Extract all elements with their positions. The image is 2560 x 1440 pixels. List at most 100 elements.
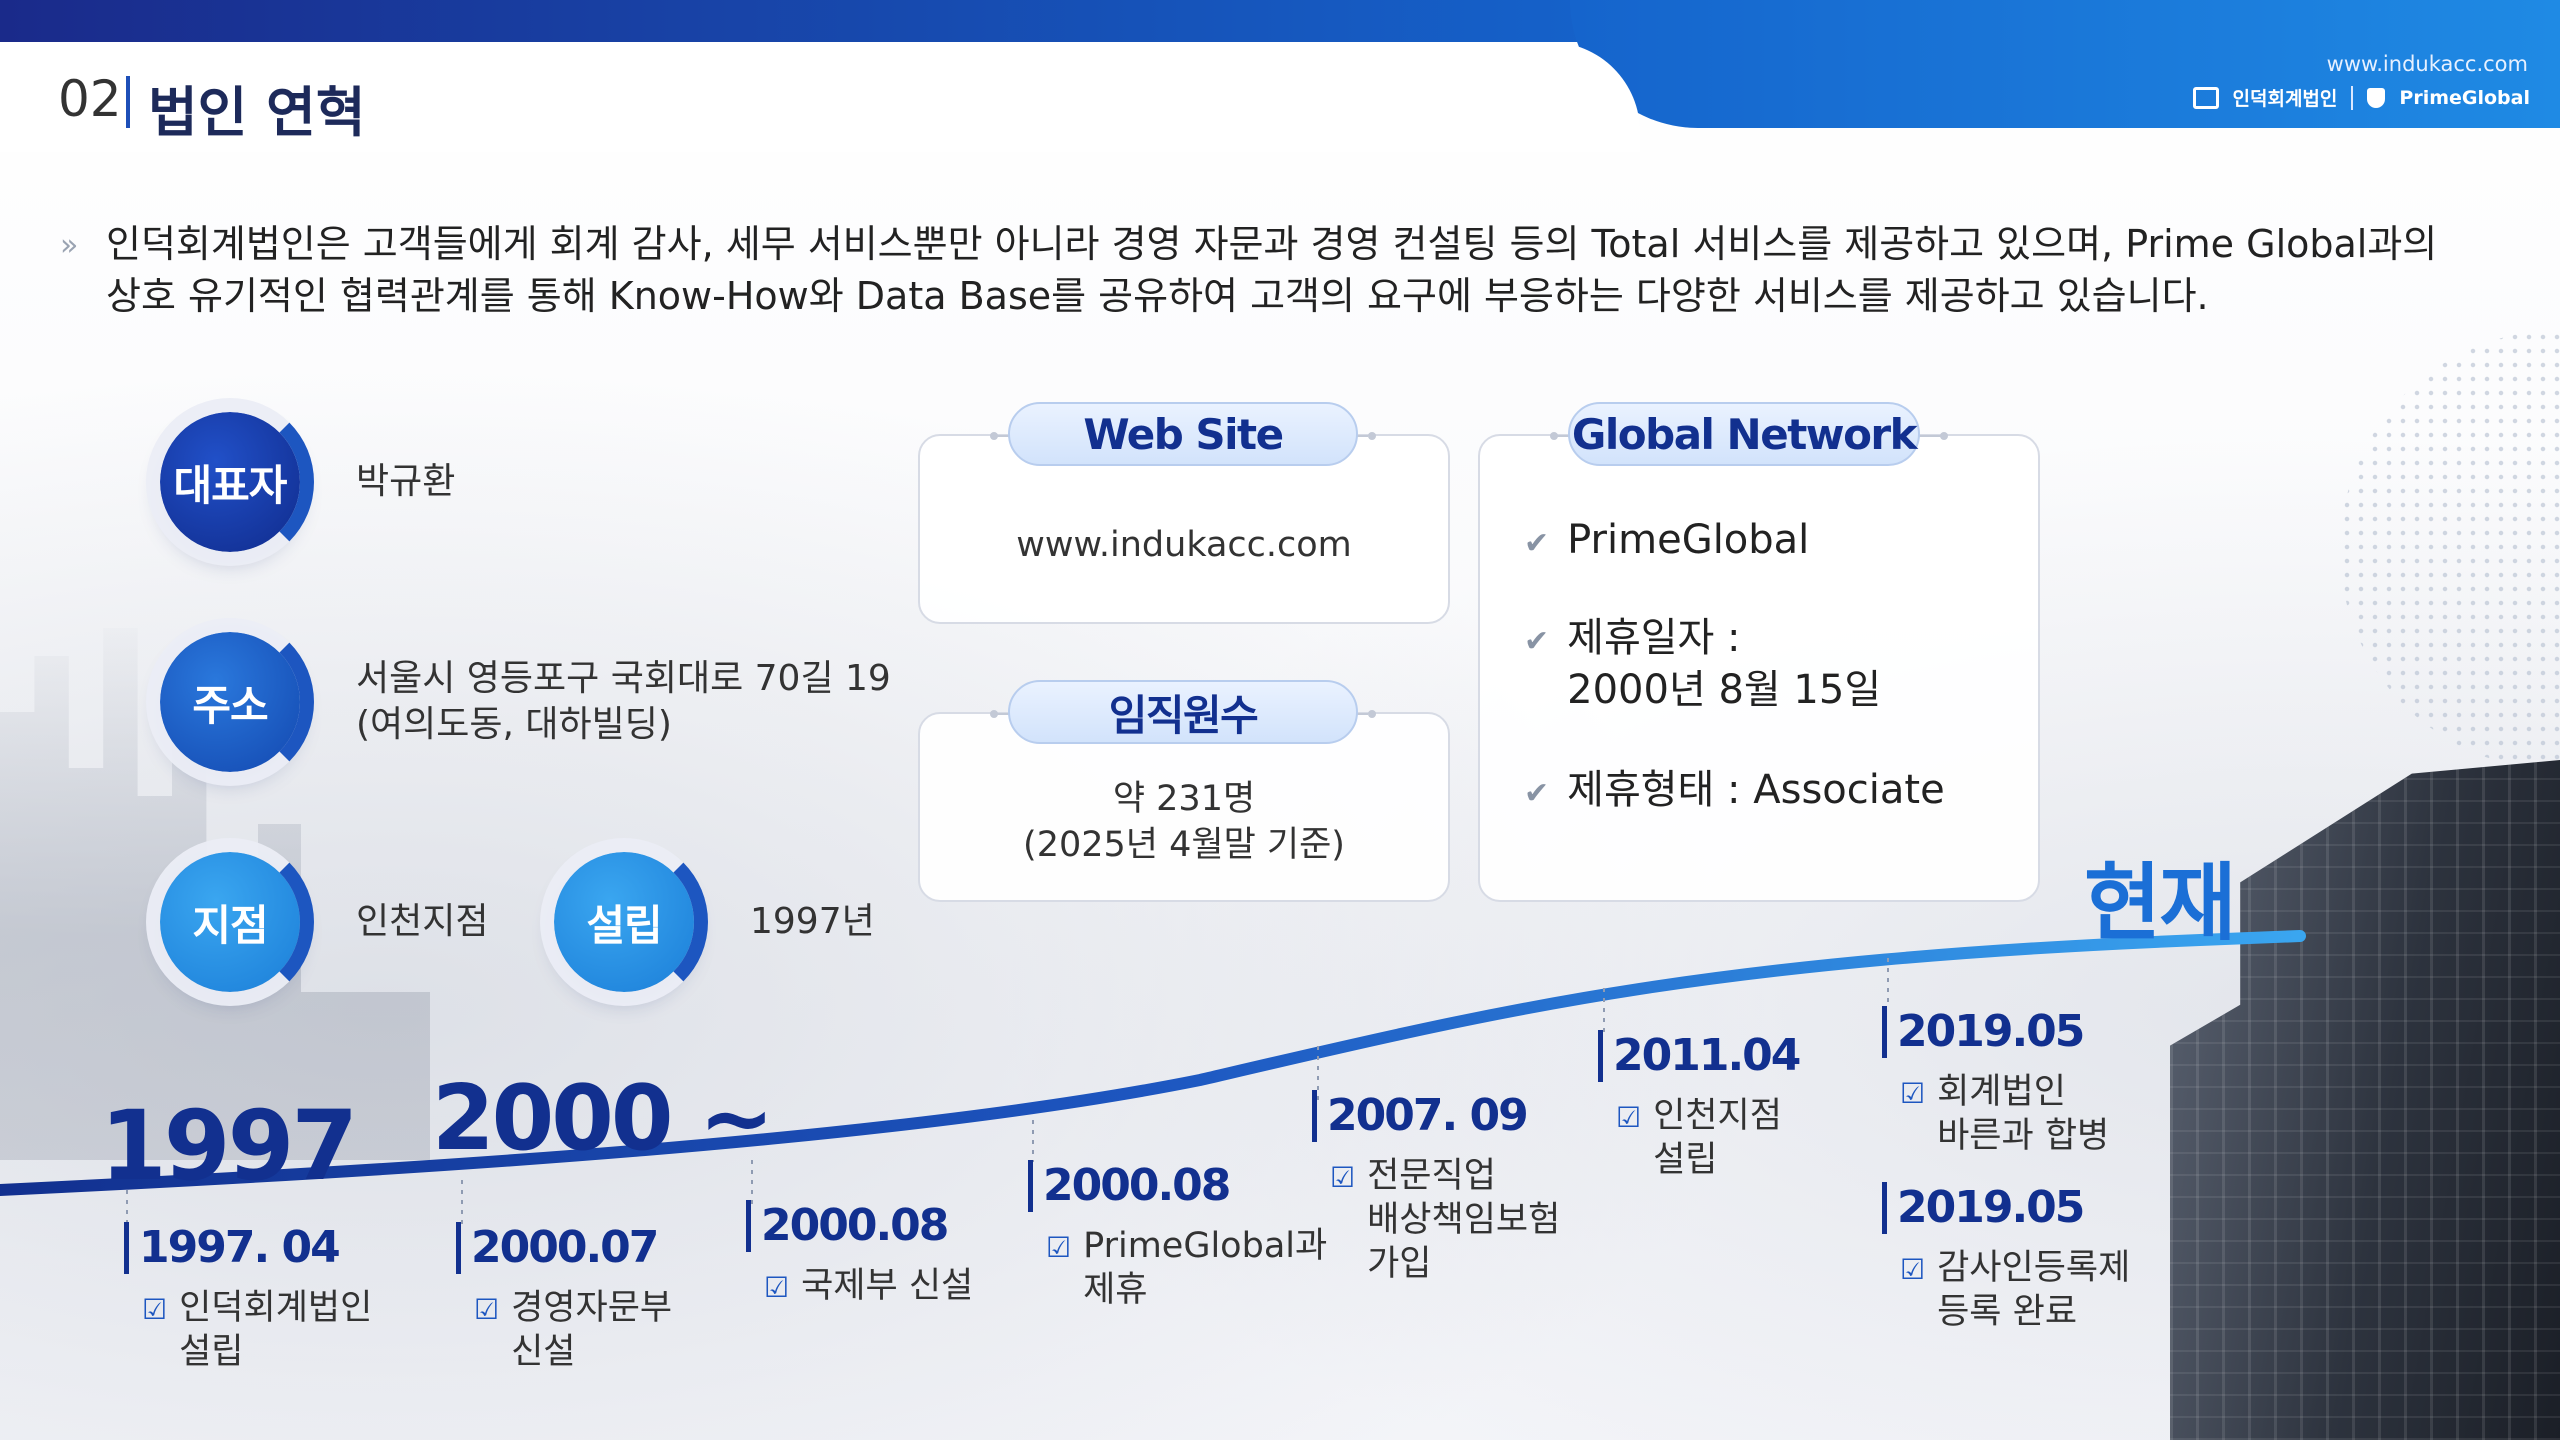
event-line: 국제부 신설 xyxy=(801,1266,974,1306)
timeline-event: 2019.05 ☑ 감사인등록제 등록 완료 xyxy=(1882,1182,2130,1334)
global-network-title: Global Network xyxy=(1568,402,1920,466)
title-divider xyxy=(126,76,130,128)
checkbox-icon: ☑ xyxy=(1900,1253,1926,1286)
checkbox-icon: ☑ xyxy=(764,1271,790,1304)
website-title: Web Site xyxy=(1008,402,1358,466)
intro-paragraph: » 인덕회계법인은 고객들에게 회계 감사, 세무 서비스뿐만 아니라 경영 자… xyxy=(60,218,2500,322)
primeglobal-logo-text: PrimeGlobal xyxy=(2399,86,2530,109)
header-brand-panel xyxy=(1570,0,2560,128)
event-description: ☑ 회계법인 바른과 합병 xyxy=(1900,1070,2109,1158)
event-date: 2011.04 xyxy=(1598,1030,1801,1082)
primeglobal-shield-icon xyxy=(2367,87,2386,108)
address-value: 서울시 영등포구 국회대로 70길 19 (여의도동, 대하빌딩) xyxy=(356,656,891,748)
website-url[interactable]: www.indukacc.com xyxy=(1016,525,1352,565)
induk-logo-text: 인덕회계법인 xyxy=(2232,88,2338,110)
global-network-card xyxy=(1478,434,2040,902)
event-date: 2007. 09 xyxy=(1312,1090,1560,1142)
branch-value: 인천지점 xyxy=(356,901,489,942)
event-line: 등록 완료 xyxy=(1937,1292,2078,1332)
gn-item-2-line-2: 2000년 8월 15일 xyxy=(1567,667,1882,713)
event-line: 가입 xyxy=(1367,1244,1432,1284)
event-date: 2000.08 xyxy=(1028,1160,1327,1212)
logo-divider xyxy=(2351,85,2354,110)
timeline-event: 2019.05 ☑ 회계법인 바른과 합병 xyxy=(1882,1006,2109,1158)
event-line: 설립 xyxy=(1653,1140,1718,1180)
info-address: 주소 서울시 영등포구 국회대로 70길 19 (여의도동, 대하빌딩) xyxy=(146,618,891,786)
info-founded: 설립 1997년 xyxy=(540,838,875,1006)
founded-value: 1997년 xyxy=(750,901,875,942)
address-label: 주소 xyxy=(192,680,268,730)
event-description: ☑ 국제부 신설 xyxy=(764,1264,973,1310)
event-description: ☑ 경영자문부 신설 xyxy=(474,1286,672,1374)
event-description: ☑ 전문직업 배상책임보험 가입 xyxy=(1330,1154,1560,1286)
event-line: 감사인등록제 xyxy=(1937,1248,2131,1288)
intro-line-2: 상호 유기적인 협력관계를 통해 Know-How와 Data Base를 공유… xyxy=(106,274,2209,318)
address-line-2: (여의도동, 대하빌딩) xyxy=(356,704,672,745)
timeline-event: 2011.04 ☑ 인천지점 설립 xyxy=(1598,1030,1801,1182)
timeline-event: 2000.08 ☑ 국제부 신설 xyxy=(746,1200,973,1310)
event-line: 전문직업 xyxy=(1367,1156,1496,1196)
gn-item-3: ✔ 제휴형태 : Associate xyxy=(1524,764,1945,820)
checkbox-icon: ☑ xyxy=(1330,1161,1356,1194)
event-description: ☑ 인천지점 설립 xyxy=(1616,1094,1799,1182)
event-line: 바른과 합병 xyxy=(1937,1116,2110,1156)
founded-badge: 설립 xyxy=(540,838,708,1006)
website-card-dot-right xyxy=(1368,432,1376,440)
check-icon: ✔ xyxy=(1524,624,1550,659)
employees-title: 임직원수 xyxy=(1008,680,1358,744)
header-title-panel xyxy=(0,42,1640,152)
event-line: PrimeGlobal과 xyxy=(1083,1226,1328,1266)
timeline-year-1997: 1997 xyxy=(100,1090,358,1202)
site-url[interactable]: www.indukacc.com xyxy=(2326,52,2528,76)
gn-item-3-text: 제휴형태 : Associate xyxy=(1567,767,1945,813)
timeline-event: 2007. 09 ☑ 전문직업 배상책임보험 가입 xyxy=(1312,1090,1560,1286)
branch-label: 지점 xyxy=(192,900,268,950)
event-description: ☑ 인덕회계법인 설립 xyxy=(142,1286,372,1374)
page-title: 법인 연혁 xyxy=(148,81,366,144)
event-date: 2019.05 xyxy=(1882,1006,2109,1058)
employees-card-dot-right xyxy=(1368,710,1376,718)
timeline-event: 1997. 04 ☑ 인덕회계법인 설립 xyxy=(124,1222,372,1374)
employees-card-dot-left xyxy=(990,710,998,718)
event-description: ☑ 감사인등록제 등록 완료 xyxy=(1900,1246,2130,1334)
checkbox-icon: ☑ xyxy=(1900,1077,1926,1110)
event-line: 설립 xyxy=(179,1332,244,1372)
checkbox-icon: ☑ xyxy=(1616,1101,1642,1134)
website-card-dot-left xyxy=(990,432,998,440)
event-line: 인덕회계법인 xyxy=(179,1288,373,1328)
gn-card-dot-right xyxy=(1940,432,1948,440)
timeline-now: 현재 xyxy=(2084,854,2237,952)
intro-text: 인덕회계법인은 고객들에게 회계 감사, 세무 서비스뿐만 아니라 경영 자문과… xyxy=(106,218,2500,322)
event-date: 2019.05 xyxy=(1882,1182,2130,1234)
event-date: 2000.07 xyxy=(456,1222,672,1274)
check-icon: ✔ xyxy=(1524,526,1550,561)
event-date: 1997. 04 xyxy=(124,1222,372,1274)
double-chevron-icon: » xyxy=(60,228,79,263)
founded-label: 설립 xyxy=(586,900,662,950)
checkbox-icon: ☑ xyxy=(142,1293,168,1326)
timeline-event: 2000.08 ☑ PrimeGlobal과 제휴 xyxy=(1028,1160,1327,1312)
gn-item-2-line-1: 제휴일자 : xyxy=(1567,615,1741,661)
event-line: 회계법인 xyxy=(1937,1072,2066,1112)
gn-item-1: ✔ PrimeGlobal xyxy=(1524,514,1809,570)
ceo-label: 대표자 xyxy=(173,460,288,510)
timeline-year-2000: 2000 ~ xyxy=(432,1066,774,1171)
intro-line-1: 인덕회계법인은 고객들에게 회계 감사, 세무 서비스뿐만 아니라 경영 자문과… xyxy=(106,222,2438,266)
employees-count: 약 231명 (2025년 4월말 기준) xyxy=(918,776,1450,868)
event-line: 인천지점 xyxy=(1653,1096,1782,1136)
event-line: 경영자문부 xyxy=(511,1288,673,1328)
event-line: 제휴 xyxy=(1083,1270,1148,1310)
info-ceo: 대표자 박규환 xyxy=(146,398,456,566)
employees-line-1: 약 231명 xyxy=(1112,779,1256,819)
address-line-1: 서울시 영등포구 국회대로 70길 19 xyxy=(356,658,891,699)
gn-item-2: ✔ 제휴일자 : 2000년 8월 15일 xyxy=(1524,612,1881,716)
gn-item-1-text: PrimeGlobal xyxy=(1567,517,1810,563)
ceo-value: 박규환 xyxy=(356,461,456,502)
gn-card-dot-left xyxy=(1550,432,1558,440)
page-number: 02 xyxy=(58,70,122,128)
employees-line-2: (2025년 4월말 기준) xyxy=(1023,825,1345,865)
brand-logos: 인덕회계법인 PrimeGlobal xyxy=(2192,84,2530,111)
gn-item-2-text: 제휴일자 : 2000년 8월 15일 xyxy=(1567,612,1881,716)
check-icon: ✔ xyxy=(1524,776,1550,811)
